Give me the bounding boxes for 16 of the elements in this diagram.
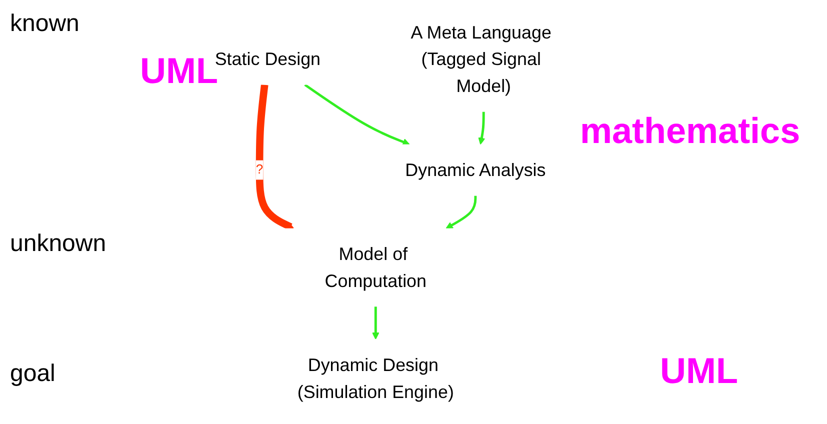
annotation-text: mathematics — [580, 110, 800, 152]
node-text: Dynamic Analysis — [405, 160, 546, 180]
row-label: unknown — [10, 230, 106, 258]
node-text: Dynamic Design (Simulation Engine) — [297, 354, 454, 402]
arrow — [256, 84, 294, 230]
node-text: A Meta Language (Tagged Signal Model) — [410, 22, 552, 96]
arrow — [304, 84, 410, 146]
annotation-text: UML — [660, 350, 738, 392]
row-label: goal — [10, 360, 56, 388]
row-label: known — [10, 10, 80, 38]
node-text: Static Design — [214, 48, 321, 70]
arrow — [446, 196, 477, 229]
arrow — [372, 306, 380, 340]
node-text: Model of Computation — [324, 244, 427, 292]
arrow — [478, 112, 486, 145]
edge-label: ? — [256, 162, 264, 177]
